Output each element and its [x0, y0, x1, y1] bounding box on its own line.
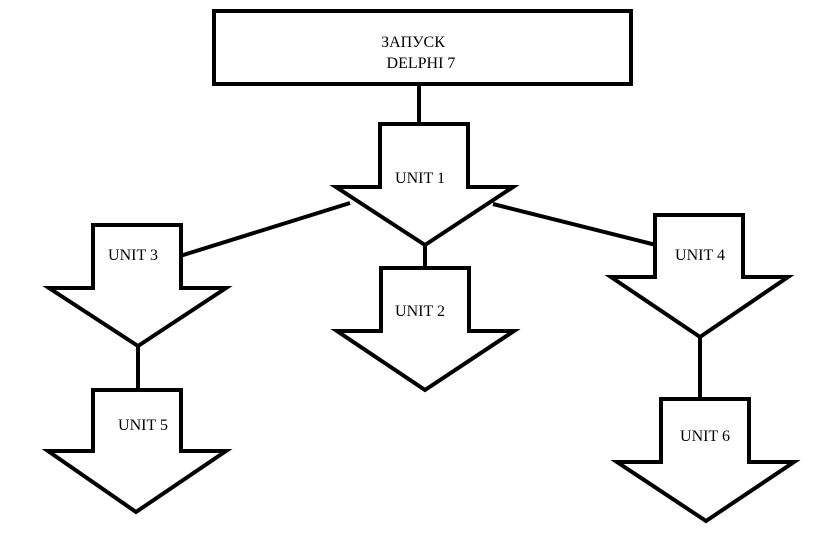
unit-3-label: UNIT 3 — [108, 247, 158, 264]
unit-6-arrow — [610, 397, 801, 524]
unit-2-arrow — [330, 266, 521, 393]
unit-3-arrow — [42, 223, 233, 349]
root-node: ЗАПУСК DELPHI 7 — [212, 9, 633, 86]
unit-4-arrow — [604, 213, 795, 340]
unit-5-label: UNIT 5 — [118, 417, 168, 434]
unit-2-node: UNIT 2 — [330, 266, 521, 393]
unit-5-node: UNIT 5 — [41, 388, 233, 515]
unit-4-node: UNIT 4 — [604, 213, 795, 340]
unit-4-label: UNIT 4 — [675, 247, 725, 264]
connectors — [136, 84, 702, 399]
root-label-line1: ЗАПУСК — [381, 34, 445, 51]
unit-1-node: UNIT 1 — [329, 122, 520, 248]
connector-unit1-unit3 — [179, 201, 351, 258]
unit-1-label: UNIT 1 — [395, 170, 445, 187]
root-label-line2: DELPHI 7 — [387, 55, 456, 72]
connector-unit1-unit4 — [492, 202, 657, 247]
root-box — [212, 9, 633, 86]
unit-5-arrow — [41, 388, 233, 515]
unit-6-label: UNIT 6 — [680, 428, 730, 445]
unit-2-label: UNIT 2 — [395, 303, 445, 320]
unit-1-arrow — [329, 122, 520, 248]
unit-6-node: UNIT 6 — [610, 397, 801, 524]
unit-3-node: UNIT 3 — [42, 223, 233, 349]
